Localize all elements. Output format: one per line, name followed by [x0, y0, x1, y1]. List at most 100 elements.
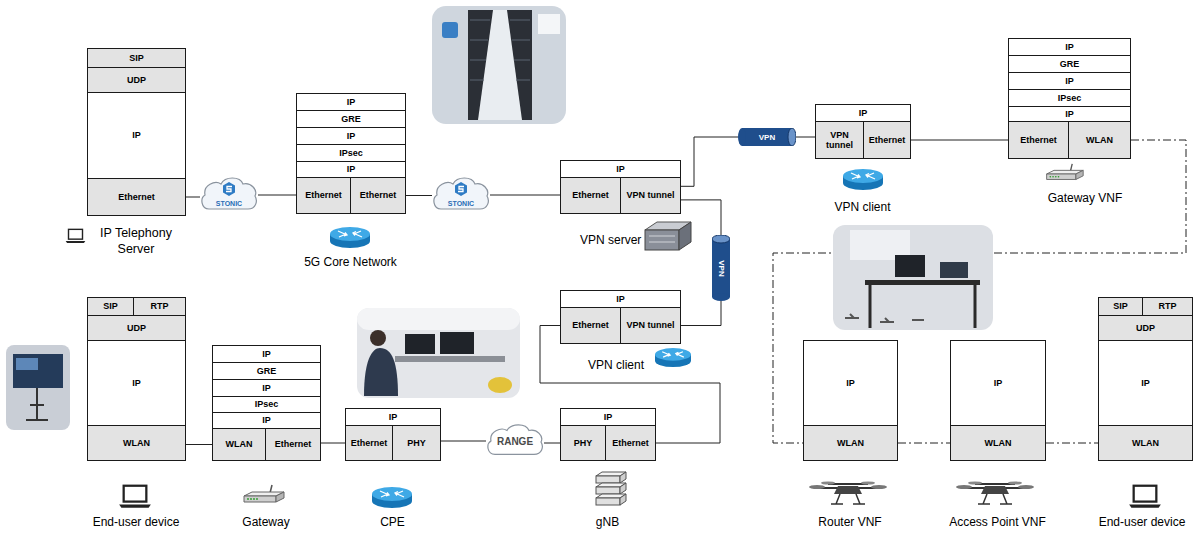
protocol-layer: IP: [1098, 340, 1193, 426]
layer-name: IP: [130, 130, 143, 140]
layer-name: VPN tunnel: [624, 190, 676, 200]
unit-side: [620, 472, 626, 483]
protocol-layer: PHY: [560, 425, 606, 461]
layer-name: GRE: [339, 114, 363, 124]
protocol-stack: gNBIPPHYEthernet: [560, 408, 655, 460]
device-label: VPN client: [815, 200, 910, 215]
gnb-icon: [596, 472, 626, 505]
cloud-outline: [432, 174, 490, 216]
stonic-logo-mark: [458, 187, 464, 192]
device-label: VPN client: [588, 358, 658, 373]
protocol-layer: Ethernet: [87, 178, 186, 216]
wired-link: [544, 443, 560, 444]
layer-name: IP: [614, 164, 627, 174]
pipe-body: [742, 128, 792, 146]
server-front: [645, 230, 679, 250]
protocol-layer: Ethernet: [863, 121, 911, 159]
wireless-link: [1046, 443, 1098, 444]
protocol-layer: IP: [212, 412, 321, 429]
protocol-layer: WLAN: [1098, 425, 1193, 461]
gateway-icon: [1047, 164, 1084, 180]
table-top: [865, 280, 980, 285]
layer-name: Ethernet: [1018, 135, 1059, 145]
protocol-stack: End-user deviceSIPRTPUDPIPWLAN: [87, 297, 185, 460]
protocol-layer: VPN tunnel: [620, 177, 681, 214]
protocol-layer: IP: [1008, 106, 1131, 122]
layer-name: PHY: [405, 438, 428, 448]
protocol-stack: VPN serverIPEthernetVPN tunnel: [560, 160, 680, 213]
wired-link: [681, 137, 738, 186]
layer-name: IP: [345, 97, 358, 107]
protocol-layer: UDP: [87, 315, 186, 341]
layer-name: WLAN: [224, 439, 255, 449]
protocol-layer: IP: [560, 408, 656, 426]
protocol-layer: Ethernet: [560, 307, 621, 344]
protocol-layer: IP: [1008, 72, 1131, 90]
layer-name: IP: [1063, 42, 1076, 52]
person-head: [370, 330, 386, 346]
drone-icon: [956, 481, 1034, 504]
layer-name: GRE: [255, 366, 279, 376]
stonic-logo: [455, 182, 467, 196]
layer-name: IP: [260, 383, 273, 393]
layer-name: Ethernet: [867, 135, 908, 145]
desk: [395, 356, 505, 362]
gateway-icon: [244, 485, 284, 502]
layer-name: UDP: [1134, 323, 1157, 333]
laptop-icon: [66, 229, 86, 243]
protocol-layer: IP: [87, 92, 186, 179]
layer-name: IPsec: [253, 399, 281, 409]
radio-cloud: RANGE: [486, 421, 544, 461]
photo-ground: [6, 345, 70, 430]
protocol-layer: SIP: [87, 297, 134, 316]
monitor: [405, 334, 435, 354]
pipe-end: [712, 293, 730, 301]
layer-name: VPN tunnel: [624, 320, 676, 330]
wired-link: [186, 197, 200, 198]
cloud-shape: [434, 178, 488, 209]
protocol-layer: GRE: [296, 110, 406, 128]
protocol-stack: VPN clientIPVPN tunnelEthernet: [815, 104, 910, 158]
pipe-end: [788, 128, 796, 146]
device-label: 5G Core Network: [296, 255, 405, 270]
protocol-layer: GRE: [212, 362, 321, 380]
protocol-layer: IP: [212, 345, 321, 363]
cloud-name: STONIC: [448, 200, 474, 207]
protocol-stack: IP Telephony ServerSIPUDPIPEthernet: [87, 48, 185, 215]
protocol-layer: IP: [1008, 38, 1131, 56]
protocol-layer: RTP: [133, 297, 186, 316]
router-icon: [372, 487, 412, 508]
wireless-link: [898, 443, 950, 444]
protocol-layer: VPN tunnel: [815, 121, 864, 159]
layer-name: Ethernet: [349, 438, 390, 448]
protocol-layer: IP: [815, 104, 911, 122]
wall-sign: [538, 14, 560, 34]
protocol-layer: WLAN: [803, 425, 898, 461]
pipe-end: [738, 128, 746, 146]
device-label: VPN server: [580, 233, 650, 248]
protocol-layer: Ethernet: [265, 428, 321, 461]
drone-icon: [809, 481, 887, 504]
wired-link: [911, 140, 1008, 141]
layer-name: SIP: [127, 53, 146, 63]
network-cloud: STONIC: [432, 174, 490, 216]
layer-name: IP: [260, 349, 273, 359]
protocol-stack: Router VNFIPWLAN: [803, 340, 897, 460]
layer-name: IPsec: [1056, 93, 1084, 103]
layer-name: IP: [844, 378, 857, 388]
laptop-icon: [119, 486, 151, 508]
router-icon: [655, 348, 691, 367]
layer-name: Ethernet: [570, 320, 611, 330]
layer-name: Ethernet: [610, 438, 651, 448]
rack-lines: [470, 20, 530, 80]
layer-name: Ethernet: [273, 439, 314, 449]
wired-link: [321, 443, 345, 444]
protocol-layer: SIP: [1098, 297, 1143, 316]
tv-stand: [26, 388, 48, 420]
protocol-layer: IP: [345, 408, 441, 426]
lab-photo: [833, 225, 993, 330]
operator-photo: [357, 308, 520, 398]
device-label: Router VNF: [793, 515, 907, 530]
photo-ground: [432, 6, 566, 124]
